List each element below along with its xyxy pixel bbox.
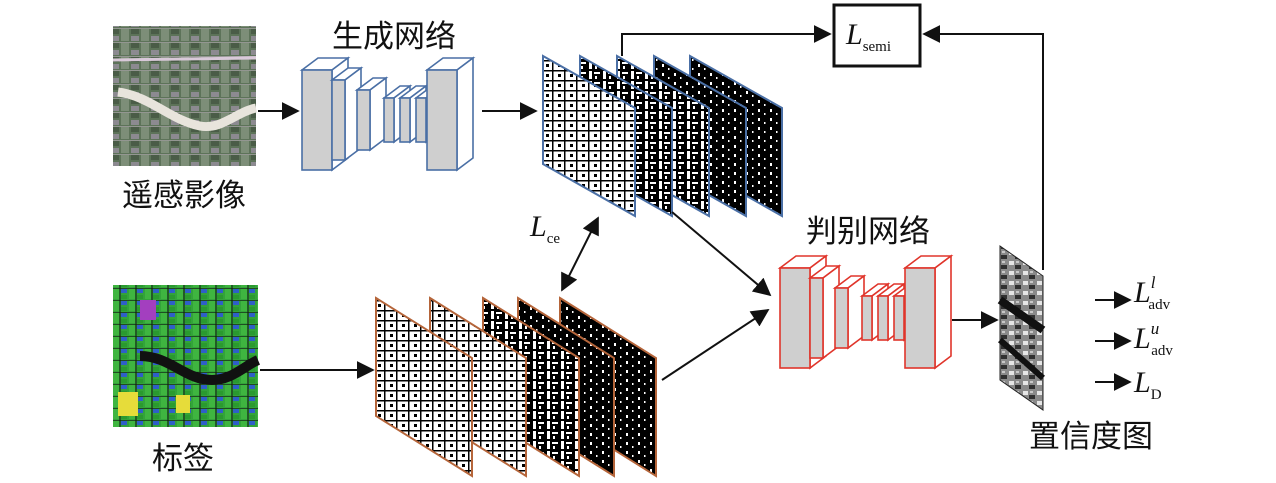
label-stack-plane-1 [375, 296, 473, 478]
discriminator-loss-label: LD [1133, 366, 1162, 403]
prediction-map-stack [542, 54, 783, 218]
arrow-prediction-to-discriminator [671, 211, 772, 297]
discriminator-layer-8 [902, 254, 954, 370]
arrow-ce-loss [561, 216, 599, 292]
generator-label: 生成网络 [332, 19, 456, 55]
arrows [258, 25, 1132, 391]
confidence-map-image [997, 245, 1046, 411]
discriminator-network [777, 254, 954, 370]
remote-sensing-image [112, 26, 258, 166]
arrow-confidence-to-semi [922, 25, 1044, 270]
generator-network [299, 56, 476, 172]
semi-loss-label: Lsemi [845, 18, 891, 55]
semi-loss-box [832, 3, 922, 68]
prediction-plane-1 [542, 54, 636, 218]
discriminator-layer-3 [832, 274, 867, 350]
generator-layer-3 [354, 76, 389, 152]
ce-loss-label: Lce [529, 210, 560, 247]
remote-sensing-image-label: 遥感影像 [122, 178, 246, 214]
discriminator-label: 判别网络 [806, 214, 930, 250]
label-map-image [113, 285, 261, 427]
arrow-prediction-to-semi [621, 25, 832, 56]
label-map-label: 标签 [152, 441, 214, 477]
generator-layer-8 [424, 56, 476, 172]
label-map-stack [375, 296, 657, 478]
confidence-map-label: 置信度图 [1029, 419, 1153, 455]
arrow-label-stack-to-discriminator [661, 309, 770, 381]
